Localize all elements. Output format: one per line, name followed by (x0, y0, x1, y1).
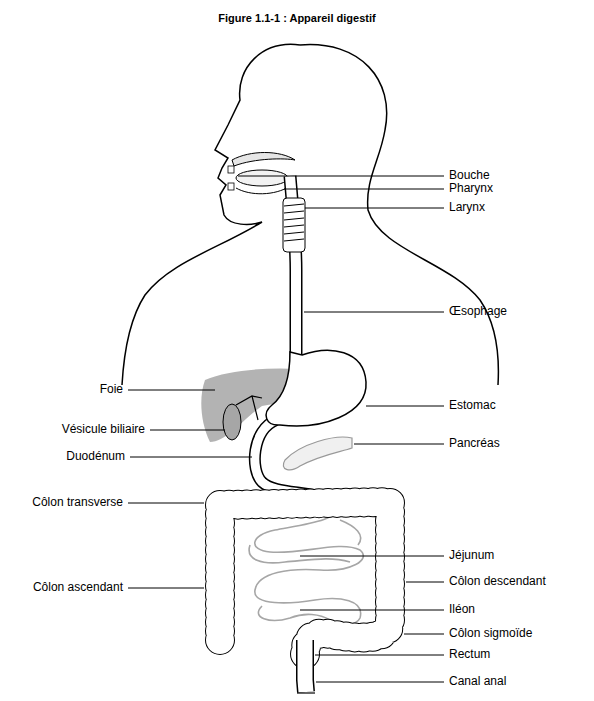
gallbladder (223, 404, 241, 440)
body-outline (300, 45, 498, 385)
organ-label: Vésicule biliaire (62, 423, 145, 437)
organ-label: Canal anal (449, 675, 506, 689)
body-outline (122, 44, 300, 385)
organ-label: Estomac (449, 399, 496, 413)
colon (220, 502, 390, 655)
organ-label: Côlon descendant (449, 575, 546, 589)
organ-label: Larynx (449, 201, 485, 215)
organ-label: Jéjunum (449, 549, 494, 563)
organ-label: Œsophage (449, 305, 507, 319)
larynx (283, 198, 305, 252)
organ-label: Côlon transverse (32, 496, 123, 510)
lip (236, 186, 290, 194)
organ-label: Côlon sigmoïde (449, 627, 532, 641)
anal-canal (297, 692, 315, 693)
organ-label: Duodénum (66, 450, 125, 464)
pancreas (283, 437, 352, 470)
tongue (236, 170, 288, 186)
organ-label: Iléon (449, 603, 475, 617)
leader-lines (128, 176, 444, 682)
larynx-rings (284, 204, 304, 241)
teeth (228, 166, 234, 173)
figure-title: Figure 1.1-1 : Appareil digestif (218, 12, 375, 25)
organ-label: Bouche (449, 169, 490, 183)
organ-label: Pancréas (449, 437, 500, 451)
stomach (266, 350, 366, 426)
rectum (305, 640, 306, 692)
rectum (305, 640, 306, 692)
organ-label: Foie (100, 383, 123, 397)
organ-label: Pharynx (449, 182, 493, 196)
palate (232, 153, 295, 167)
teeth (228, 183, 234, 190)
organ-label: Côlon ascendant (33, 581, 123, 595)
organ-label: Rectum (449, 648, 490, 662)
colon (220, 502, 390, 655)
